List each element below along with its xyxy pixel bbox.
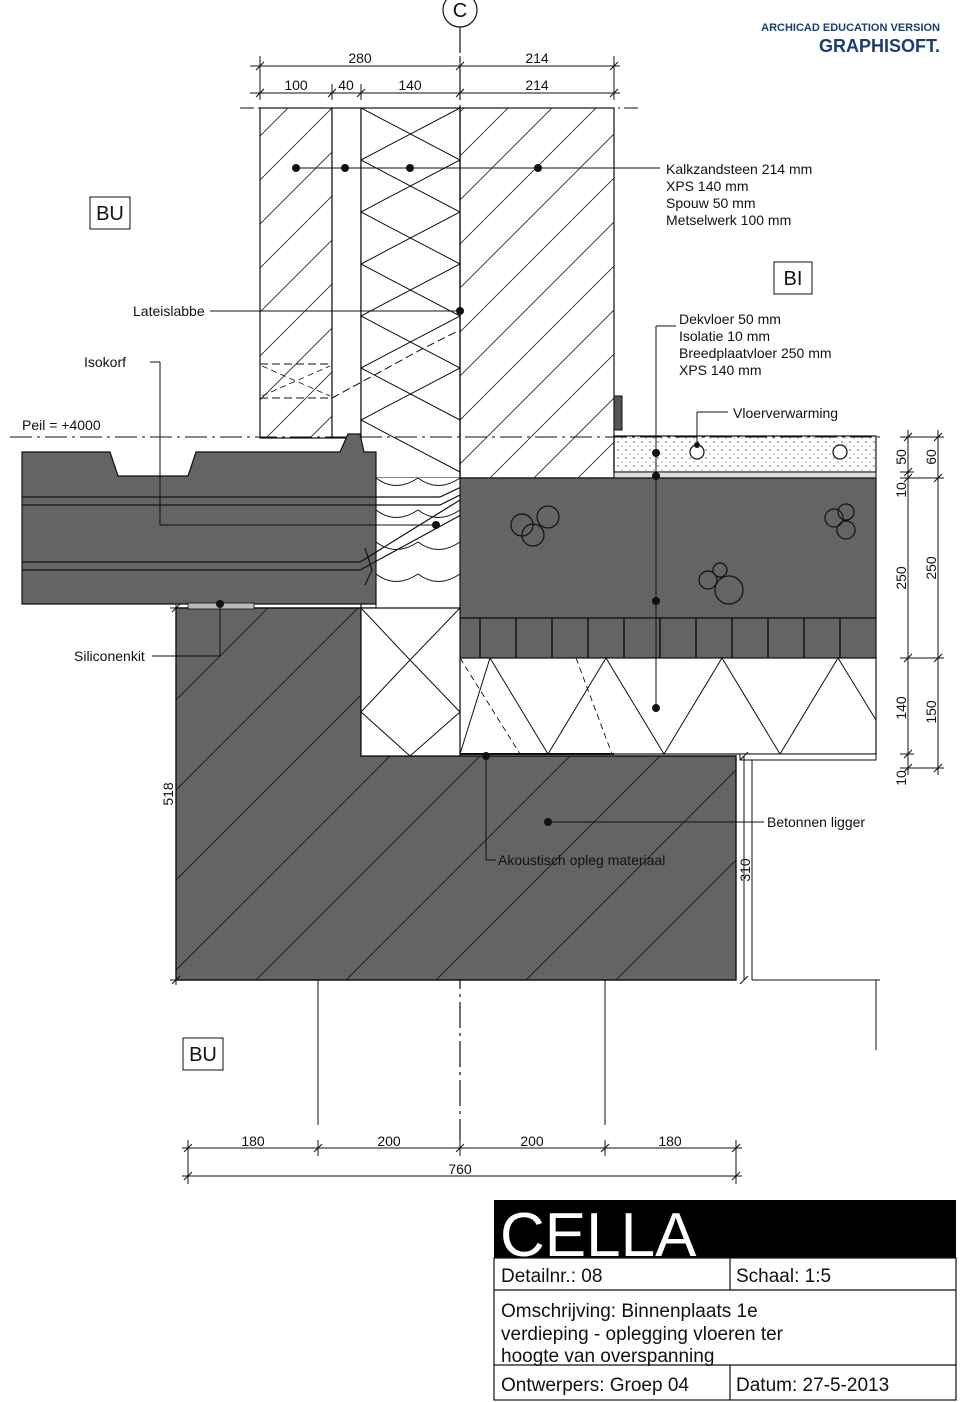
dim-top-4: 214 xyxy=(525,77,549,93)
dim-beam-height: 310 xyxy=(737,858,753,882)
dim-bottom-4: 180 xyxy=(658,1133,682,1149)
brand-edition-text: ARCHICAD EDUCATION VERSION xyxy=(761,22,940,34)
aggregate-circles xyxy=(510,503,856,605)
drawing-scale: Schaal: 1:5 xyxy=(736,1266,831,1287)
drawing-date: Datum: 27-5-2013 xyxy=(736,1375,889,1396)
dim-top-1: 100 xyxy=(284,77,308,93)
title-block-header xyxy=(494,1200,956,1258)
tag-bu-top: BU xyxy=(96,203,124,225)
label-siliconenkit: Siliconenkit xyxy=(74,648,145,664)
heating-pipe xyxy=(832,444,848,460)
dim-bottom-total: 760 xyxy=(448,1161,472,1177)
tag-bu-top-box xyxy=(89,196,131,230)
wall-layer-1: Kalkzandsteen 214 mm xyxy=(666,161,812,177)
wall-layer-4: Metselwerk 100 mm xyxy=(666,212,791,228)
description-line-2: verdieping - oplegging vloeren ter xyxy=(501,1324,784,1345)
dim-right-outer-1: 60 xyxy=(923,449,939,465)
top-dimensions xyxy=(250,56,620,100)
designers: Ontwerpers: Groep 04 xyxy=(501,1375,689,1396)
label-isokorf: Isokorf xyxy=(84,354,126,370)
balcony-slab xyxy=(21,433,377,605)
leader-lines xyxy=(150,167,764,861)
dim-bottom-3: 200 xyxy=(520,1133,544,1149)
title-block: CELLA Detailnr.: 08 Schaal: 1:5 Omschrij… xyxy=(493,1200,957,1401)
tag-bu-bottom-box xyxy=(182,1037,224,1071)
label-peil: Peil = +4000 xyxy=(22,417,101,433)
description-line-3: hoogte van overspanning xyxy=(501,1346,714,1367)
dim-right-inner-5: 10 xyxy=(893,770,909,786)
dim-bottom-2: 200 xyxy=(377,1133,401,1149)
dim-top-2: 40 xyxy=(338,77,354,93)
left-dimension xyxy=(170,603,188,985)
dim-right-inner-4: 140 xyxy=(893,696,909,720)
beam-dimension xyxy=(739,751,749,985)
column-lines xyxy=(317,760,880,1125)
bottom-dimensions xyxy=(182,1140,742,1184)
dim-top-total-right: 214 xyxy=(525,50,549,66)
dim-top-total-left: 280 xyxy=(348,50,372,66)
detail-number: Detailnr.: 08 xyxy=(501,1266,602,1287)
wall-layer-2: XPS 140 mm xyxy=(666,178,748,194)
tag-bi: BI xyxy=(784,268,803,290)
tag-bu-bottom: BU xyxy=(189,1044,217,1066)
floor-layer-2: Isolatie 10 mm xyxy=(679,328,770,344)
edge-strip xyxy=(613,395,623,431)
description-line-1: Omschrijving: Binnenplaats 1e xyxy=(501,1301,758,1322)
label-akoustisch: Akoustisch opleg materiaal xyxy=(498,852,665,868)
dim-top-3: 140 xyxy=(398,77,422,93)
dim-right-outer-2: 250 xyxy=(923,556,939,580)
dim-right-outer-3: 150 xyxy=(923,700,939,724)
label-betonnen-ligger: Betonnen ligger xyxy=(767,814,865,830)
floor-xps xyxy=(459,657,877,755)
floor-layer-3: Breedplaatvloer 250 mm xyxy=(679,345,832,361)
leader-dots xyxy=(216,164,700,826)
label-lateislabbe: Lateislabbe xyxy=(133,303,205,319)
label-vloerverwarming: Vloerverwarming xyxy=(733,405,838,421)
floor-layer-1: Dekvloer 50 mm xyxy=(679,311,781,327)
grid-axis-label: C xyxy=(453,0,467,22)
right-dimensions xyxy=(900,430,944,775)
plank-band xyxy=(459,617,877,659)
project-name: CELLA xyxy=(500,1201,697,1270)
calcium-silicate-leaf xyxy=(459,107,615,479)
brand-logo-text: GRAPHISOFT. xyxy=(819,36,940,56)
dim-left-height: 518 xyxy=(160,782,176,806)
dim-bottom-1: 180 xyxy=(241,1133,265,1149)
dim-right-inner-3: 250 xyxy=(893,566,909,590)
dim-right-inner-2: 10 xyxy=(893,482,909,498)
cavity xyxy=(331,107,362,439)
floor-slab xyxy=(459,477,877,619)
dim-right-inner-1: 50 xyxy=(893,449,909,465)
floor-layer-4: XPS 140 mm xyxy=(679,362,761,378)
tag-bi-box xyxy=(773,261,813,295)
beam-hatch xyxy=(175,607,737,981)
brick-outer-leaf xyxy=(259,107,333,439)
wall-layer-3: Spouw 50 mm xyxy=(666,195,755,211)
